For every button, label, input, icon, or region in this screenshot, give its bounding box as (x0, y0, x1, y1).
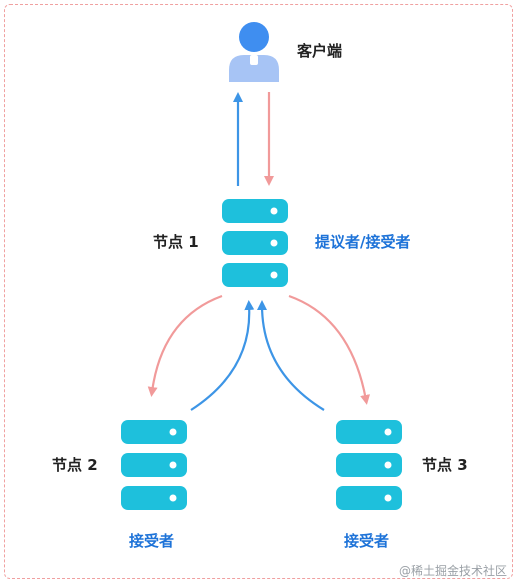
node1-name: 节点 1 (153, 233, 199, 251)
watermark: @稀土掘金技术社区 (398, 564, 507, 578)
node3-role: 接受者 (344, 532, 390, 550)
node3-to-node1-arrow (257, 300, 325, 411)
node3-name: 节点 3 (422, 456, 468, 474)
server-icon-node3 (336, 420, 402, 510)
node2-to-node1-arrow (190, 300, 255, 411)
client-label: 客户端 (297, 42, 343, 60)
node2-name: 节点 2 (52, 456, 98, 474)
node2-role: 接受者 (129, 532, 175, 550)
node1-to-node3-arrow (288, 294, 371, 405)
node1-role: 提议者/接受者 (315, 233, 411, 251)
node1-to-node2-arrow (147, 294, 223, 397)
diagram-frame (4, 4, 513, 579)
server-icon-node1 (222, 199, 288, 287)
server-icon-node2 (121, 420, 187, 510)
user-icon (229, 22, 279, 82)
